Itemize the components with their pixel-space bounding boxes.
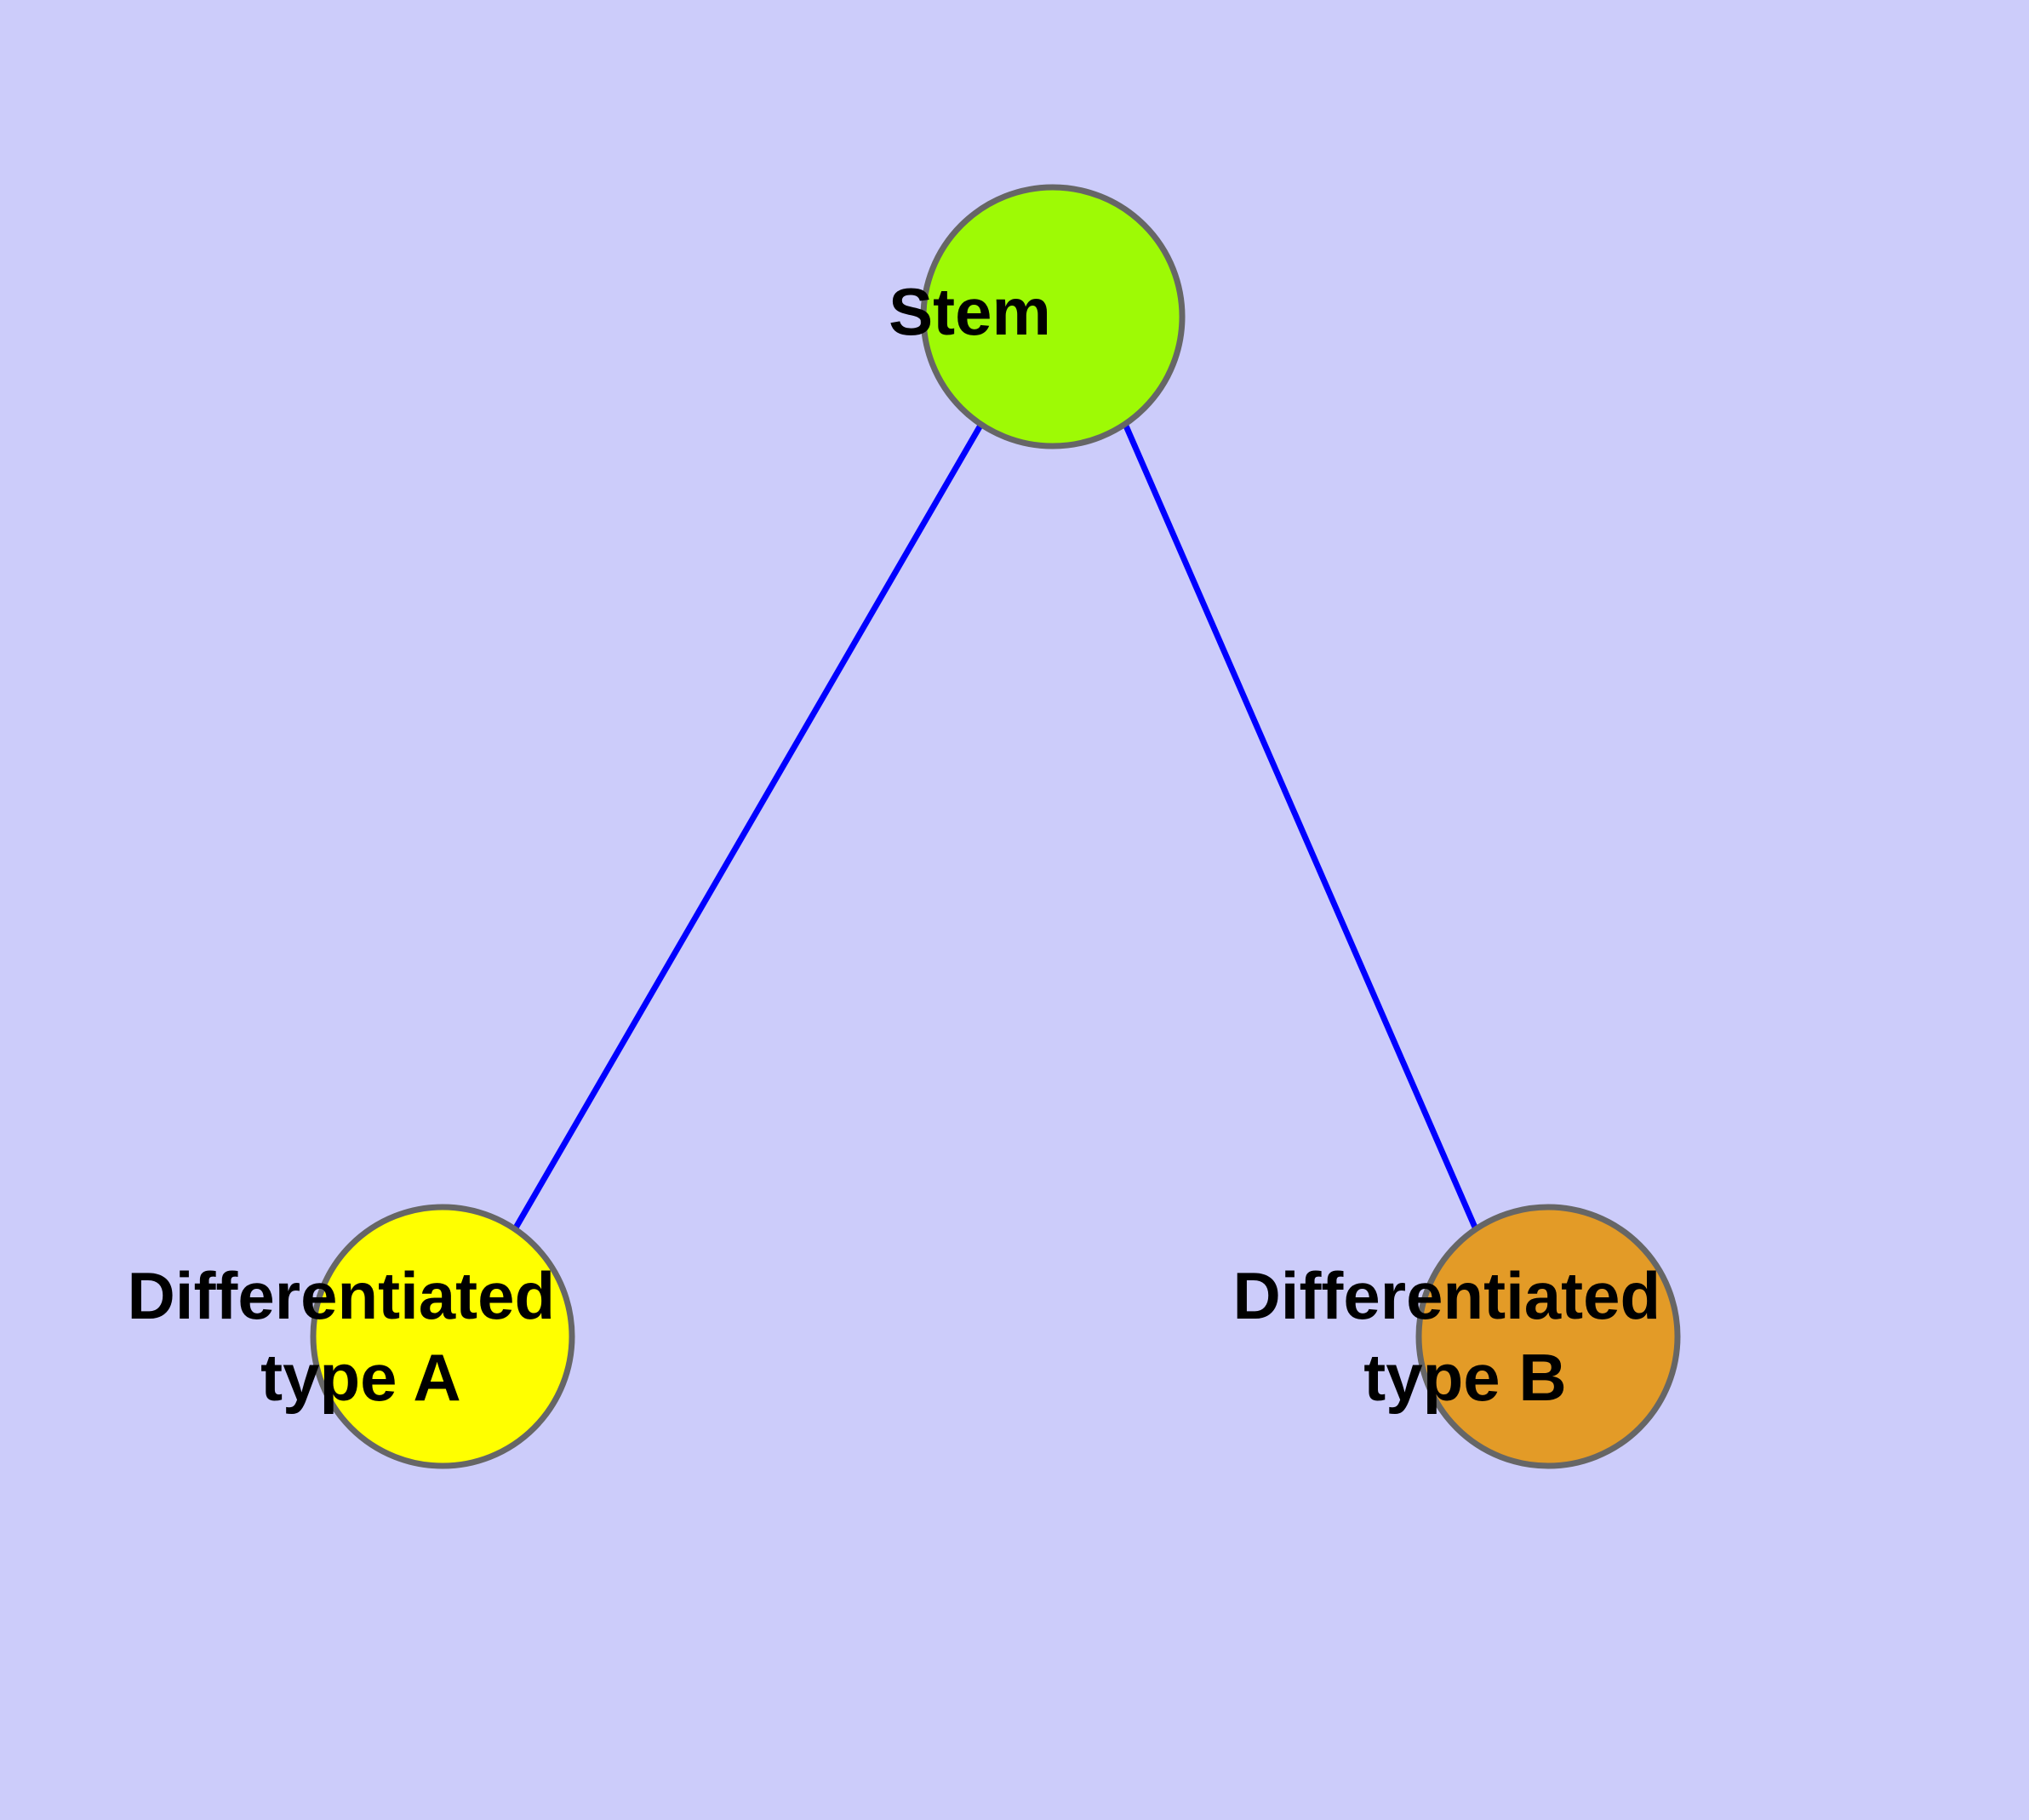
node-differentiated-type-b[interactable]: Differentiated type B — [1232, 1204, 1863, 1469]
edge-stem-to-differentiated-b[interactable] — [1122, 422, 1479, 1231]
node-differentiated-type-a-label-line-1: Differentiated — [127, 1258, 555, 1333]
edge-layer — [512, 422, 1479, 1231]
node-differentiated-type-a-label: Differentiated type A — [127, 1258, 757, 1415]
node-differentiated-type-a-label-line-2: type A — [260, 1340, 460, 1415]
node-differentiated-type-b-label: Differentiated type B — [1232, 1258, 1863, 1415]
node-stem-label: Stem — [889, 274, 1217, 349]
node-differentiated-type-b-circle[interactable] — [1415, 1204, 1681, 1469]
node-layer: Stem Differentiated type A Differentiate… — [127, 184, 1863, 1469]
edge-stem-to-differentiated-a[interactable] — [512, 422, 985, 1231]
node-differentiated-type-a-circle[interactable] — [310, 1204, 575, 1469]
node-differentiated-type-a[interactable]: Differentiated type A — [127, 1204, 757, 1469]
node-stem-circle[interactable] — [920, 184, 1186, 449]
node-stem[interactable]: Stem — [889, 184, 1217, 449]
node-stem-label-line-1: Stem — [889, 274, 1051, 349]
node-differentiated-type-b-label-line-2: type B — [1363, 1340, 1566, 1415]
node-differentiated-type-b-label-line-1: Differentiated — [1232, 1258, 1660, 1333]
